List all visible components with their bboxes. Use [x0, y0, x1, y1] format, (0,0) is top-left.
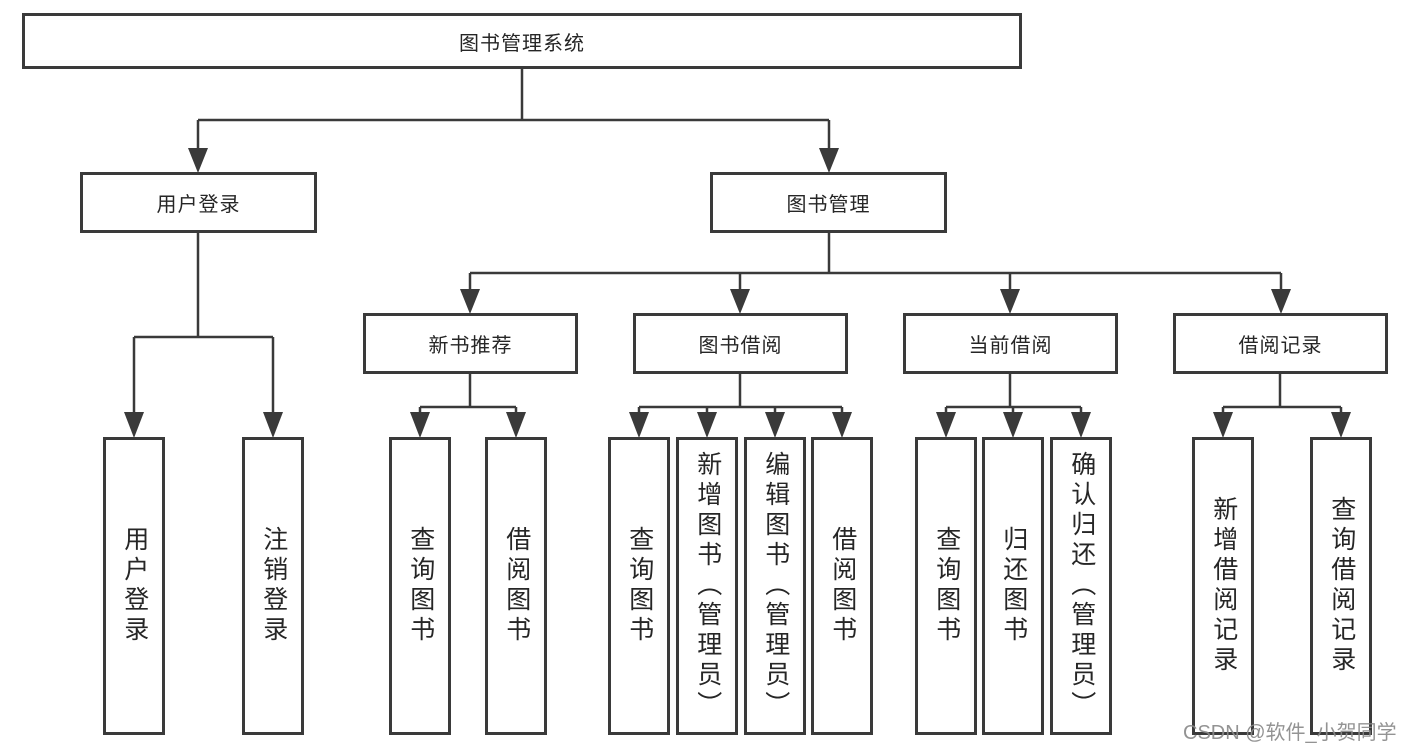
- leaf-return-books: 归还图书: [982, 437, 1044, 735]
- leaf-query-books-current: 查询图书: [915, 437, 977, 735]
- node-book-management: 图书管理: [710, 172, 947, 233]
- node-label: 当前借阅: [968, 335, 1053, 357]
- leaf-label: 归还图书: [999, 526, 1028, 646]
- leaf-user-login: 用户登录: [103, 437, 165, 735]
- leaf-label: 用户登录: [120, 526, 149, 646]
- node-label: 图书管理系统: [459, 32, 585, 55]
- leaf-borrow-books-recommend: 借阅图书: [485, 437, 547, 735]
- node-label: 新书推荐: [428, 335, 513, 357]
- leaf-label: 新增借阅记录: [1209, 496, 1238, 676]
- node-new-book-recommend: 新书推荐: [363, 313, 578, 374]
- node-label: 图书管理: [786, 194, 871, 216]
- leaf-logout: 注销登录: [242, 437, 304, 735]
- leaf-add-borrow-record: 新增借阅记录: [1192, 437, 1254, 735]
- node-label: 图书借阅: [698, 335, 783, 357]
- leaf-borrow-books: 借阅图书: [811, 437, 873, 735]
- leaf-query-borrow-record: 查询借阅记录: [1310, 437, 1372, 735]
- leaf-label: 编辑图书（管理员）: [761, 451, 790, 721]
- leaf-label: 注销登录: [259, 526, 288, 646]
- leaf-edit-books-admin: 编辑图书（管理员）: [744, 437, 806, 735]
- node-label: 借阅记录: [1238, 335, 1323, 357]
- node-book-borrow: 图书借阅: [633, 313, 848, 374]
- leaf-label: 查询图书: [625, 526, 654, 646]
- leaf-query-books-recommend: 查询图书: [389, 437, 451, 735]
- node-current-borrow: 当前借阅: [903, 313, 1118, 374]
- leaf-label: 新增图书（管理员）: [693, 451, 722, 721]
- node-user-login: 用户登录: [80, 172, 317, 233]
- leaf-label: 查询图书: [932, 526, 961, 646]
- leaf-add-books-admin: 新增图书（管理员）: [676, 437, 738, 735]
- leaf-label: 查询图书: [406, 526, 435, 646]
- leaf-label: 查询借阅记录: [1327, 496, 1356, 676]
- csdn-watermark: CSDN @软件_小贺同学: [1183, 722, 1397, 744]
- leaf-label: 借阅图书: [502, 526, 531, 646]
- leaf-label: 借阅图书: [828, 526, 857, 646]
- node-label: 用户登录: [156, 194, 241, 216]
- leaf-label: 确认归还（管理员）: [1067, 451, 1096, 721]
- leaf-query-books-borrow: 查询图书: [608, 437, 670, 735]
- node-system-root: 图书管理系统: [22, 13, 1022, 69]
- leaf-confirm-return-admin: 确认归还（管理员）: [1050, 437, 1112, 735]
- node-borrow-records: 借阅记录: [1173, 313, 1388, 374]
